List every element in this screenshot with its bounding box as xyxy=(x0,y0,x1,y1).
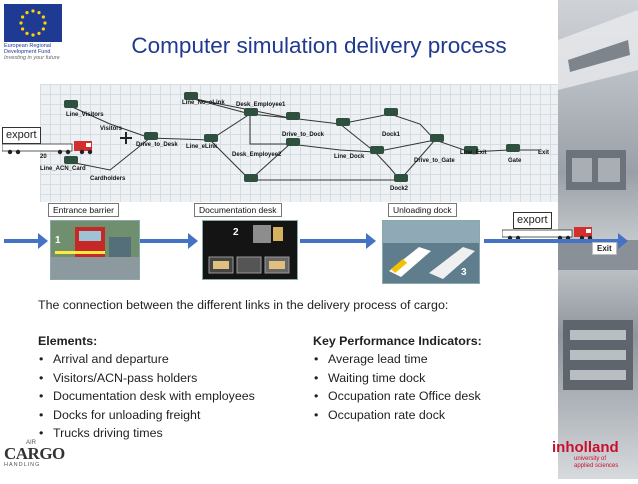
eu-flag-logo xyxy=(4,4,62,42)
node-label: Line_Dock xyxy=(334,154,365,160)
eu-logo-line2: Development Fund xyxy=(4,49,51,56)
cargo-logo-bottom: HANDLING xyxy=(4,462,41,468)
air-cargo-handling-logo: AIR CARGO HANDLING xyxy=(4,440,65,476)
node-label: 20 xyxy=(40,154,47,160)
node-label: Dock1 xyxy=(382,132,401,138)
node-label: Line_Exit xyxy=(460,150,487,156)
inholland-logo-name: inholland xyxy=(552,439,619,456)
station-entrance-barrier-label: Entrance barrier xyxy=(48,203,119,217)
export-left-label: export xyxy=(2,127,41,144)
inholland-logo-sub1: university of xyxy=(574,456,607,462)
node-label: Drive_to_Desk xyxy=(136,142,178,148)
connection-description: The connection between the different lin… xyxy=(38,298,449,312)
station-documentation-desk-label: Documentation desk xyxy=(194,203,282,217)
list-item: Occupation rate Office desk xyxy=(313,387,482,406)
elements-block: Elements: Arrival and departure Visitors… xyxy=(38,334,255,443)
node-label: Drive_to_Dock xyxy=(282,132,325,138)
documentation-desk-image: 2 xyxy=(202,220,298,280)
cargo-logo-main: CARGO xyxy=(4,444,65,463)
node-label: Line_eLink xyxy=(186,144,218,150)
node-label: Desk_Employee2 xyxy=(232,152,282,158)
unloading-dock-image: 3 xyxy=(382,220,480,284)
simulation-model-canvas: Line_Visitors Line_No_eLink Desk_Employe… xyxy=(40,84,558,202)
node-label: Exit xyxy=(538,150,550,156)
list-item: Visitors/ACN-pass holders xyxy=(38,369,255,388)
eu-logo-text: European Regional Development Fund Inves… xyxy=(4,43,84,62)
elements-heading: Elements: xyxy=(38,334,98,348)
truck-left-icon xyxy=(1,141,98,160)
node-label: Drive_to_Gate xyxy=(414,158,455,164)
simulation-links xyxy=(64,92,540,182)
station-number-2: 2 xyxy=(233,227,239,238)
node-label: Gate xyxy=(508,158,522,164)
page-title: Computer simulation delivery process xyxy=(131,33,507,58)
list-item: Waiting time dock xyxy=(313,369,482,388)
exit-label: Exit xyxy=(592,242,617,255)
node-label: Line_No_eLink xyxy=(182,100,225,106)
eu-logo-tagline: Investing in your future xyxy=(4,55,60,62)
station-number-1: 1 xyxy=(55,235,61,246)
node-label: Dock2 xyxy=(390,186,409,192)
eu-logo-line1: European Regional xyxy=(4,43,52,49)
node-label: Line_Visitors xyxy=(66,112,104,118)
export-right-label: export xyxy=(513,212,552,229)
list-item: Occupation rate dock xyxy=(313,406,482,425)
node-label: Line_ACN_Card xyxy=(40,166,86,172)
kpi-block: Key Performance Indicators: Average lead… xyxy=(313,334,482,424)
list-item: Average lead time xyxy=(313,350,482,369)
flow-arrows xyxy=(4,233,628,249)
node-label: Desk_Employee1 xyxy=(236,102,286,108)
list-item: Docks for unloading freight xyxy=(38,406,255,425)
inholland-logo: inholland university of applied sciences xyxy=(552,440,634,476)
list-item: Documentation desk with employees xyxy=(38,387,255,406)
node-label: Visitors xyxy=(100,126,122,132)
entrance-barrier-image: 1 xyxy=(50,220,140,280)
eu-stars-icon xyxy=(4,4,62,42)
station-number-3: 3 xyxy=(461,267,467,278)
node-label: Cardholders xyxy=(90,176,126,182)
list-item: Trucks driving times xyxy=(38,424,255,443)
kpi-heading: Key Performance Indicators: xyxy=(313,334,482,348)
cargo-photo-image xyxy=(558,10,638,390)
cargo-logo-top: AIR xyxy=(26,440,37,446)
station-unloading-dock-label: Unloading dock xyxy=(388,203,457,217)
list-item: Arrival and departure xyxy=(38,350,255,369)
inholland-logo-sub2: applied sciences xyxy=(574,463,619,469)
